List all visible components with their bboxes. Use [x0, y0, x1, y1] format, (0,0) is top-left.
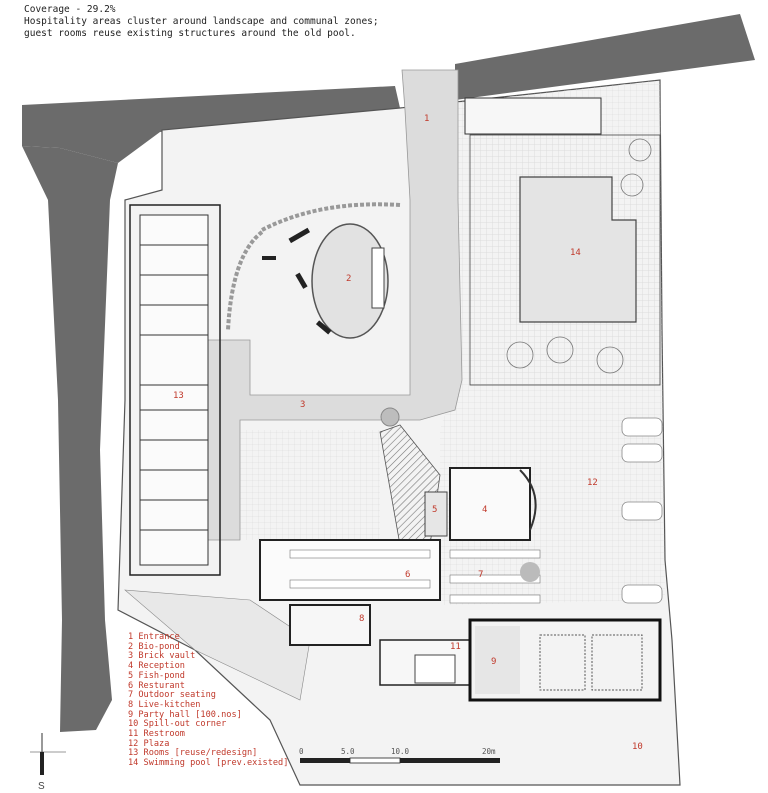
- plan-number-1: 1: [424, 114, 429, 124]
- garden-paving: [235, 430, 380, 540]
- legend: 1 Entrance 2 Bio-pond 3 Brick vault 4 Re…: [128, 632, 289, 769]
- legend-item: 2 Bio-pond: [128, 641, 180, 652]
- legend-item: 13 Rooms [reuse/redesign]: [128, 748, 258, 759]
- plan-number-2: 2: [346, 274, 351, 284]
- north-label: S: [38, 781, 45, 792]
- plan-number-6: 6: [405, 570, 410, 580]
- legend-item: 7 Outdoor seating: [128, 690, 216, 701]
- legend-item: 9 Party hall [100.nos]: [128, 709, 242, 720]
- plan-number-10: 10: [632, 742, 643, 752]
- edge-paving: [124, 589, 311, 701]
- legend-item: 4 Reception: [128, 661, 185, 672]
- rooms-block: [139, 214, 209, 566]
- road: [22, 146, 118, 732]
- legend-item: 8 Live-kitchen: [128, 699, 201, 710]
- reception: [449, 467, 531, 541]
- legend-item: 14 Swimming pool [prev.existed]: [128, 758, 289, 769]
- plan-number-3: 3: [300, 400, 305, 410]
- legend-item: 6 Resturant: [128, 680, 185, 691]
- note-line-1: Hospitality areas cluster around landsca…: [24, 16, 379, 27]
- parking: [621, 417, 663, 604]
- benches: [262, 227, 332, 335]
- legend-item: 11 Restroom: [128, 729, 185, 740]
- coverage-text: Coverage - 29.2%: [24, 4, 116, 15]
- scale-tick-0: 0: [299, 747, 304, 756]
- plan-labels: 1 2 3 4 5 6 7 8 9 10 11 12 13 14: [173, 114, 643, 752]
- plan-number-12: 12: [587, 478, 598, 488]
- scale-tick-5: 5.0: [341, 747, 355, 756]
- legend-item: 12 Plaza: [128, 738, 170, 749]
- plan-number-4: 4: [482, 505, 487, 515]
- north-arrow-icon: S: [30, 733, 66, 792]
- bio-pond: [311, 223, 389, 339]
- plan-number-7: 7: [478, 570, 483, 580]
- note-line-2: guest rooms reuse existing structures ar…: [24, 28, 356, 39]
- restaurant: [259, 539, 441, 601]
- plan-number-5: 5: [432, 505, 437, 515]
- scale-tick-10: 10.0: [391, 747, 410, 756]
- plan-number-13: 13: [173, 391, 184, 401]
- entrance-drive: [204, 69, 463, 541]
- legend-item: 3 Brick vault: [128, 651, 196, 662]
- plan-number-8: 8: [359, 614, 364, 624]
- live-kitchen: [289, 604, 371, 646]
- legend-item: 1 Entrance: [128, 632, 180, 642]
- road: [22, 86, 400, 163]
- plan-number-9: 9: [491, 657, 496, 667]
- plan-number-14: 14: [570, 248, 581, 258]
- plan-number-11: 11: [450, 642, 461, 652]
- scale-tick-20: 20m: [482, 747, 496, 756]
- legend-item: 10 Spill-out corner: [128, 719, 227, 730]
- legend-item: 5 Fish-pond: [128, 670, 185, 681]
- scale-bar: 0 5.0 10.0 20m: [299, 747, 500, 764]
- road: [455, 14, 755, 100]
- swimming-pool: [519, 176, 637, 323]
